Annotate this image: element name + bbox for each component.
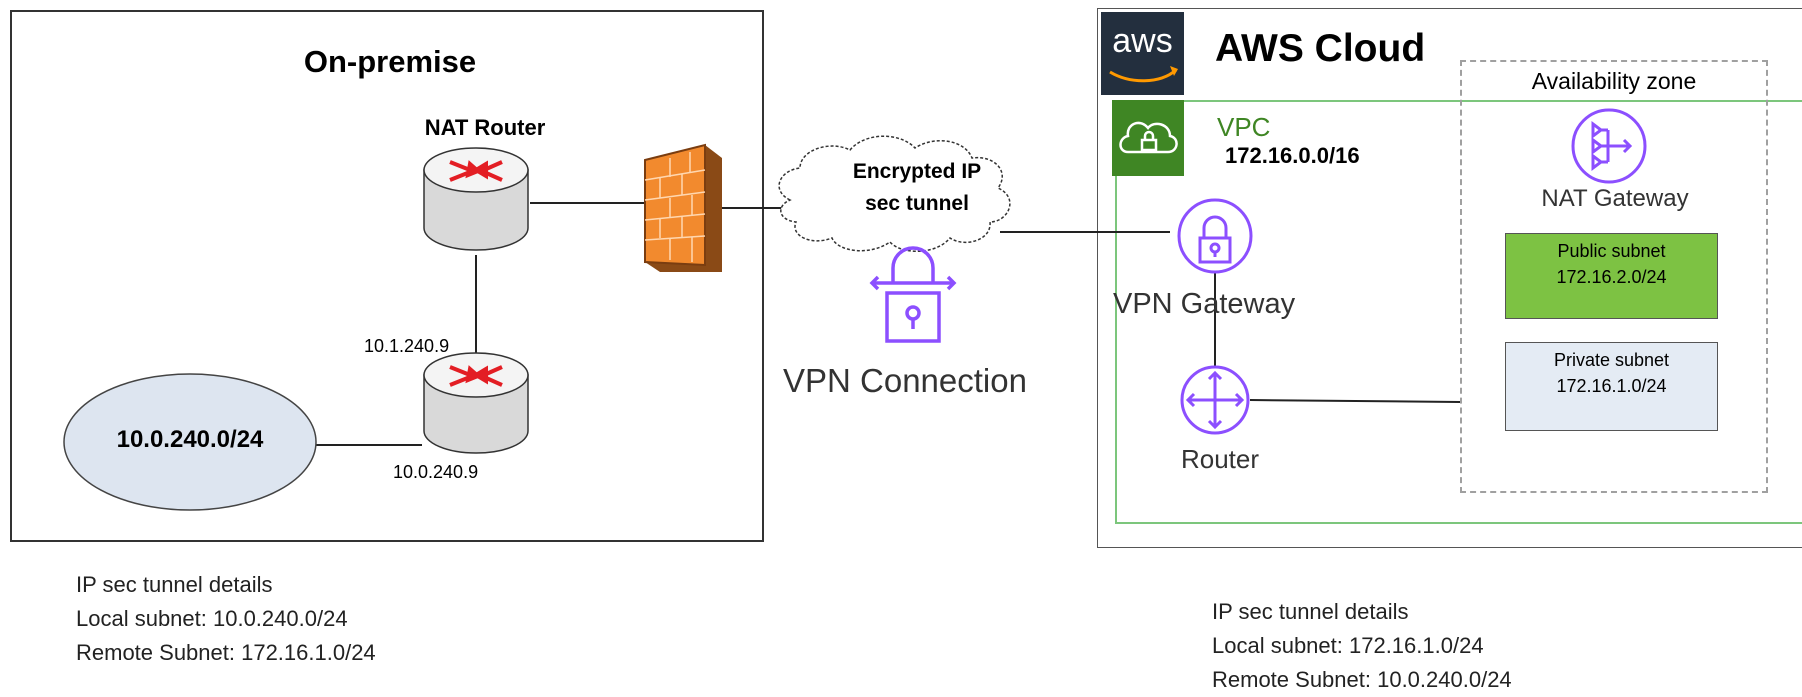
details-remote-subnet: Remote Subnet: 172.16.1.0/24: [76, 640, 376, 665]
on-premise-title: On-premise: [303, 44, 477, 79]
on-premise-boundary: [10, 10, 764, 542]
tunnel-details-onprem: IP sec tunnel details Local subnet: 10.0…: [76, 568, 376, 670]
vpc-boundary: [1115, 100, 1802, 524]
availability-zone-label: Availability zone: [1531, 68, 1697, 94]
tunnel-details-aws: IP sec tunnel details Local subnet: 172.…: [1212, 595, 1512, 697]
tunnel-cloud-shape: [778, 135, 1011, 252]
private-subnet-box: Private subnet 172.16.1.0/24: [1505, 342, 1718, 431]
vpc-cidr: 172.16.0.0/16: [1225, 143, 1360, 168]
public-subnet-cidr: 172.16.2.0/24: [1556, 267, 1667, 287]
details-local-subnet: Local subnet: 172.16.1.0/24: [1212, 633, 1484, 658]
vpn-gateway-icon: [1177, 198, 1253, 274]
vpc-cloud-icon: [1119, 121, 1178, 154]
nat-router-label: NAT Router: [424, 115, 546, 140]
public-subnet-box: Public subnet 172.16.2.0/24: [1505, 233, 1718, 319]
details-heading: IP sec tunnel details: [1212, 599, 1409, 624]
nat-router-icon: [423, 147, 529, 251]
details-heading: IP sec tunnel details: [76, 572, 273, 597]
tunnel-label-line2: sec tunnel: [865, 192, 969, 215]
router-to-subnet-line: [1249, 399, 1461, 403]
router-ip-bottom: 10.0.240.9: [393, 462, 479, 482]
aws-router-icon: [1180, 365, 1250, 435]
router-ip-top: 10.1.240.9: [364, 336, 450, 356]
vpn-connection-label: VPN Connection: [783, 362, 1027, 399]
local-network-label: 10.0.240.0/24: [116, 426, 264, 453]
private-subnet-name: Private subnet: [1553, 350, 1670, 370]
public-subnet-name: Public subnet: [1557, 241, 1666, 261]
vpn-connection-icon: [869, 246, 957, 343]
vpc-label: VPC: [1217, 112, 1271, 142]
aws-logo-smile: [1109, 68, 1177, 83]
tunnel-label-line1: Encrypted IP: [852, 160, 982, 183]
router-icon: [423, 352, 529, 454]
aws-cloud-boundary: [1097, 8, 1802, 548]
nat-gateway-label: NAT Gateway: [1541, 185, 1689, 212]
private-subnet-cidr: 172.16.1.0/24: [1556, 376, 1667, 396]
vpn-gateway-label: VPN Gateway: [1113, 288, 1296, 320]
aws-logo-text: aws: [1112, 22, 1173, 60]
availability-zone-boundary: [1460, 60, 1768, 493]
nat-gateway-icon: [1571, 108, 1647, 184]
details-local-subnet: Local subnet: 10.0.240.0/24: [76, 606, 348, 631]
firewall-icon: [644, 143, 722, 272]
aws-cloud-title: AWS Cloud: [1215, 27, 1426, 70]
local-network-ellipse: [63, 373, 317, 511]
tunnel-label: Encrypted IP sec tunnel: [832, 156, 1002, 220]
router-label: Router: [1180, 444, 1260, 474]
details-remote-subnet: Remote Subnet: 10.0.240.0/24: [1212, 667, 1512, 692]
